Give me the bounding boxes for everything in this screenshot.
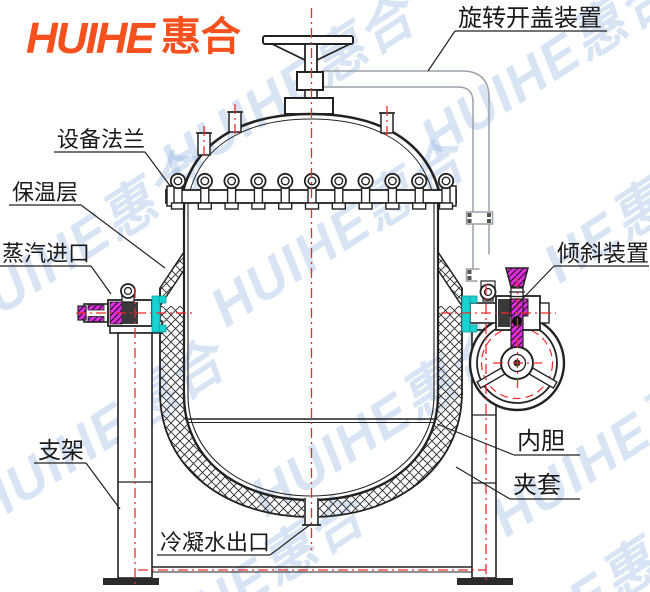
logo-latin-text: HUIHE [26,14,155,63]
condensate-nozzle [302,497,321,526]
outlet-flange-cyan [461,295,478,333]
label-support-leg: 支架 [38,437,84,463]
rotary-lid-pipe [321,70,494,282]
insulation-bottom [160,392,462,517]
label-jacket: 夹套 [513,472,561,499]
label-rotary-lid-device: 旋转开盖装置 [458,5,602,32]
label-insulation-layer: 保温层 [12,180,78,205]
label-steam-inlet: 蒸汽进口 [2,241,90,266]
label-equipment-flange: 设备法兰 [57,127,145,152]
label-tilt-device: 倾斜装置 [557,240,649,266]
label-inner-liner: 内胆 [517,428,565,455]
inlet-flange-cyan [151,295,167,333]
centerlines [76,8,556,584]
pipe-flange-joint [465,211,494,225]
steam-inlet-valve [77,283,167,333]
logo-cjk-text: 惠合 [160,15,241,59]
top-handwheel [262,35,354,115]
left-base-plate [103,578,159,585]
label-condensate-outlet: 冷凝水出口 [160,530,270,555]
right-base-plate [457,578,513,585]
callout-labels: 旋转开盖装置 设备法兰 保温层 蒸汽进口 倾斜装置 支架 冷凝水出口 内胆 [0,5,649,556]
